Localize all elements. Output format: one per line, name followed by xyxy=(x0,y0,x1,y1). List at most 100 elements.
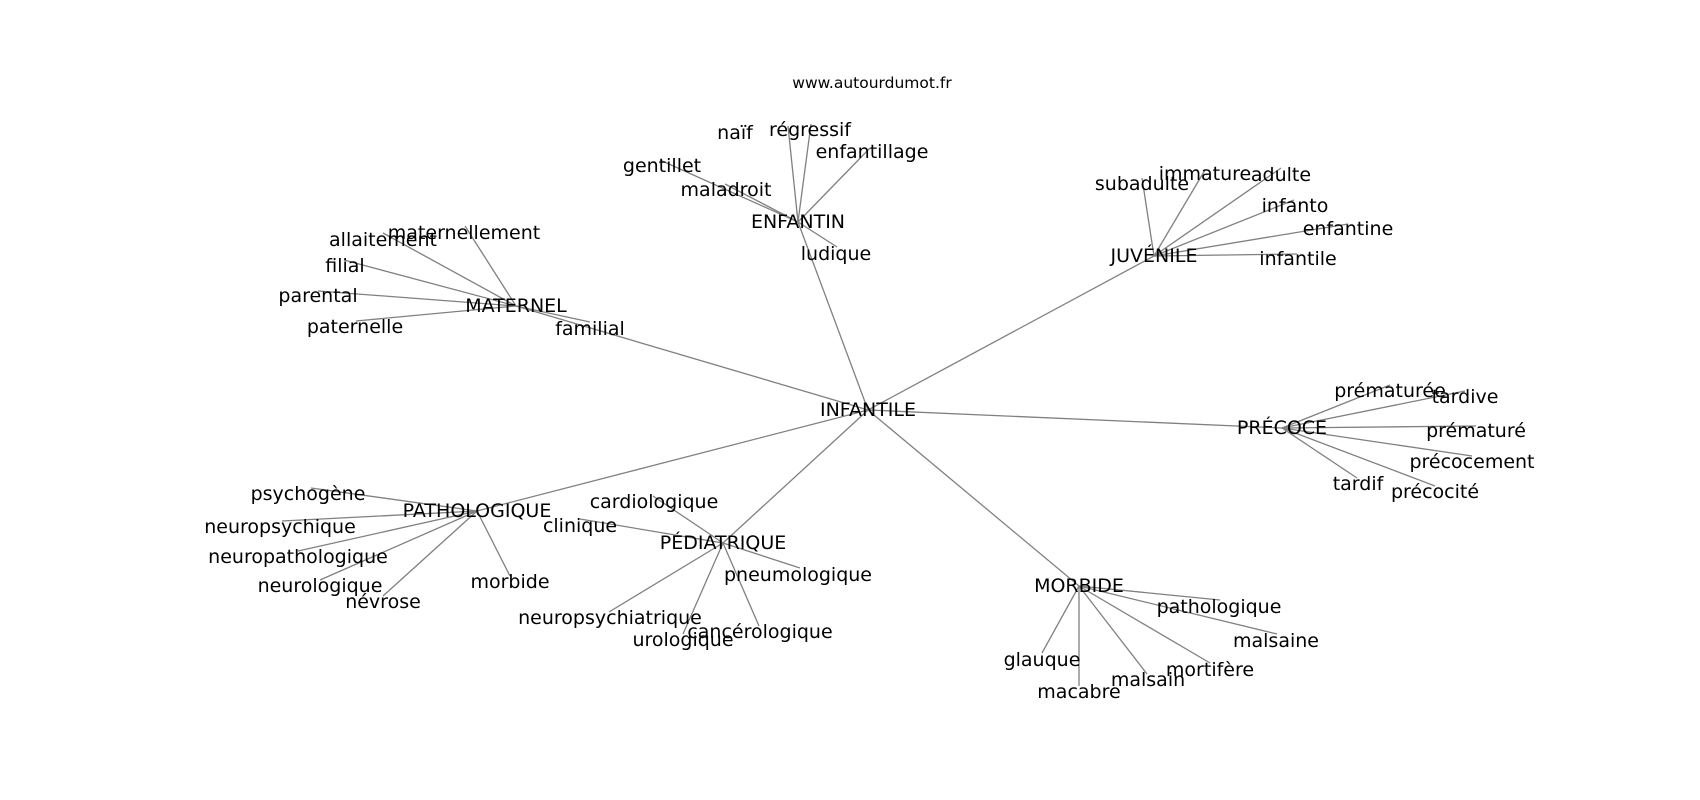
leaf-node-label[interactable]: infanto xyxy=(1262,195,1329,217)
edge-hub-to-leaf xyxy=(1078,585,1278,635)
edge-hub-to-leaf xyxy=(476,510,511,577)
leaf-node-label[interactable]: prématuré xyxy=(1426,420,1526,442)
edge-hub-to-leaf xyxy=(787,125,799,223)
leaf-node-label[interactable]: neuropsychique xyxy=(204,516,356,538)
edge-hub-to-leaf xyxy=(1141,177,1155,257)
leaf-node-label[interactable]: paternelle xyxy=(307,316,403,338)
leaf-node-label[interactable]: adulte xyxy=(1251,164,1311,186)
leaf-node-label[interactable]: neurologique xyxy=(258,575,383,597)
leaf-node-label[interactable]: subadulte xyxy=(1095,173,1189,195)
leaf-node-label[interactable]: macabre xyxy=(1037,681,1120,703)
leaf-node-label[interactable]: enfantine xyxy=(1303,218,1394,240)
edge-hub-to-leaf xyxy=(317,290,517,307)
edge-center-to-hub xyxy=(797,221,869,411)
leaf-node-label[interactable]: parental xyxy=(278,285,357,307)
edge-hub-to-leaf xyxy=(1281,425,1477,429)
edge-hub-to-leaf xyxy=(515,305,591,323)
leaf-node-label[interactable]: cancérologique xyxy=(687,621,832,643)
leaf-node-label[interactable]: maternellement xyxy=(388,222,540,244)
leaf-node-label[interactable]: pathologique xyxy=(1157,596,1282,618)
leaf-node-label[interactable]: régressif xyxy=(769,119,852,141)
leaf-node-label[interactable]: maladroit xyxy=(681,179,772,201)
edge-hub-to-leaf xyxy=(343,259,517,307)
edge-hub-to-leaf xyxy=(1153,199,1295,257)
leaf-node-label[interactable]: tardif xyxy=(1333,473,1385,495)
edge-center-to-hub xyxy=(867,255,1155,411)
edge-hub-to-leaf xyxy=(382,232,517,307)
edge-center-to-hub xyxy=(867,409,1283,429)
edge-hub-to-leaf xyxy=(797,123,812,223)
leaf-node-label[interactable]: malsaine xyxy=(1233,630,1319,652)
edge-hub-to-leaf xyxy=(1078,585,1211,664)
edge-hub-to-leaf xyxy=(608,542,724,613)
edge-hub-to-leaf xyxy=(579,518,724,544)
edge-center-to-hub xyxy=(515,305,869,411)
leaf-node-label[interactable]: neuropathologique xyxy=(208,546,388,568)
leaf-node-label[interactable]: ludique xyxy=(801,243,871,265)
edge-layer xyxy=(281,123,1477,686)
leaf-node-label[interactable]: immature xyxy=(1159,163,1252,185)
edge-hub-to-leaf xyxy=(1281,390,1466,429)
edge-hub-to-leaf xyxy=(722,542,801,569)
edge-hub-to-leaf xyxy=(1078,585,1148,675)
leaf-node-label[interactable]: prématurée xyxy=(1334,380,1446,402)
edge-hub-to-leaf xyxy=(1078,585,1221,601)
hub-node-label[interactable]: ENFANTIN xyxy=(751,211,845,233)
leaf-node-label[interactable]: morbide xyxy=(470,571,549,593)
hub-node-label[interactable]: MORBIDE xyxy=(1034,575,1124,597)
watermark: www.autourdumot.fr xyxy=(792,74,952,92)
edge-hub-to-leaf xyxy=(797,221,838,248)
edge-hub-to-leaf xyxy=(319,510,478,581)
edge-hub-to-leaf xyxy=(310,487,478,512)
edge-hub-to-leaf xyxy=(1041,585,1080,654)
leaf-node-label[interactable]: pneumologique xyxy=(724,564,872,586)
leaf-node-label[interactable]: infantile xyxy=(1259,248,1336,270)
hub-node-label[interactable]: PÉDIATRIQUE xyxy=(660,531,787,554)
edge-hub-to-leaf xyxy=(1281,427,1473,457)
hub-node-label[interactable]: MATERNEL xyxy=(465,295,567,317)
leaf-node-label[interactable]: naïf xyxy=(717,122,754,144)
leaf-node-label[interactable]: mortifère xyxy=(1166,659,1254,681)
edge-hub-to-leaf xyxy=(659,159,799,223)
edge-hub-to-leaf xyxy=(281,510,478,522)
leaf-node-label[interactable]: psychogène xyxy=(251,483,366,505)
edge-hub-to-leaf xyxy=(797,147,871,223)
leaf-node-label[interactable]: précocement xyxy=(1409,451,1534,473)
leaf-node-label[interactable]: familial xyxy=(555,318,625,340)
leaf-node-label[interactable]: allaitement xyxy=(329,229,437,251)
edge-hub-to-leaf xyxy=(297,510,478,552)
leaf-node-label[interactable]: névrose xyxy=(345,591,421,613)
edge-center-to-hub xyxy=(722,409,869,544)
leaf-node-label[interactable]: enfantillage xyxy=(816,141,929,163)
leaf-node-label[interactable]: neuropsychiatrique xyxy=(518,607,702,629)
edge-center-to-hub xyxy=(867,409,1080,587)
leaf-node-label[interactable]: tardive xyxy=(1432,386,1499,408)
leaf-node-label[interactable]: clinique xyxy=(543,515,617,537)
leaf-node-label[interactable]: glauque xyxy=(1004,649,1081,671)
edge-hub-to-leaf xyxy=(355,305,517,322)
edge-hub-to-leaf xyxy=(682,542,724,635)
hub-node-label[interactable]: PATHOLOGIQUE xyxy=(403,500,552,522)
leaf-node-label[interactable]: précocité xyxy=(1391,481,1479,503)
edge-hub-to-leaf xyxy=(1153,223,1349,257)
label-layer: www.autourdumot.fr INFANTILE ENFANTIN naïf… xyxy=(204,74,1534,703)
edge-hub-to-leaf xyxy=(1153,253,1298,257)
center-node-label[interactable]: INFANTILE xyxy=(820,399,916,421)
edge-hub-to-leaf xyxy=(1281,384,1391,429)
leaf-node-label[interactable]: urologique xyxy=(632,629,733,651)
leaf-node-label[interactable]: filial xyxy=(325,255,364,277)
leaf-node-label[interactable]: gentillet xyxy=(623,155,701,177)
hub-node-label[interactable]: JUVÉNILE xyxy=(1110,244,1198,267)
edge-hub-to-leaf xyxy=(1153,169,1206,257)
edge-hub-to-leaf xyxy=(722,542,760,627)
leaf-node-label[interactable]: cardiologique xyxy=(590,491,719,513)
edge-hub-to-leaf xyxy=(464,225,517,307)
edge-hub-to-leaf xyxy=(1153,167,1282,257)
edge-hub-to-leaf xyxy=(382,510,478,597)
leaf-node-label[interactable]: malsain xyxy=(1111,669,1185,691)
edge-hub-to-leaf xyxy=(1281,427,1358,479)
hub-node-label[interactable]: PRÉCOCE xyxy=(1237,416,1327,439)
edge-hub-to-leaf xyxy=(1281,427,1436,487)
edge-center-to-hub xyxy=(476,409,869,512)
